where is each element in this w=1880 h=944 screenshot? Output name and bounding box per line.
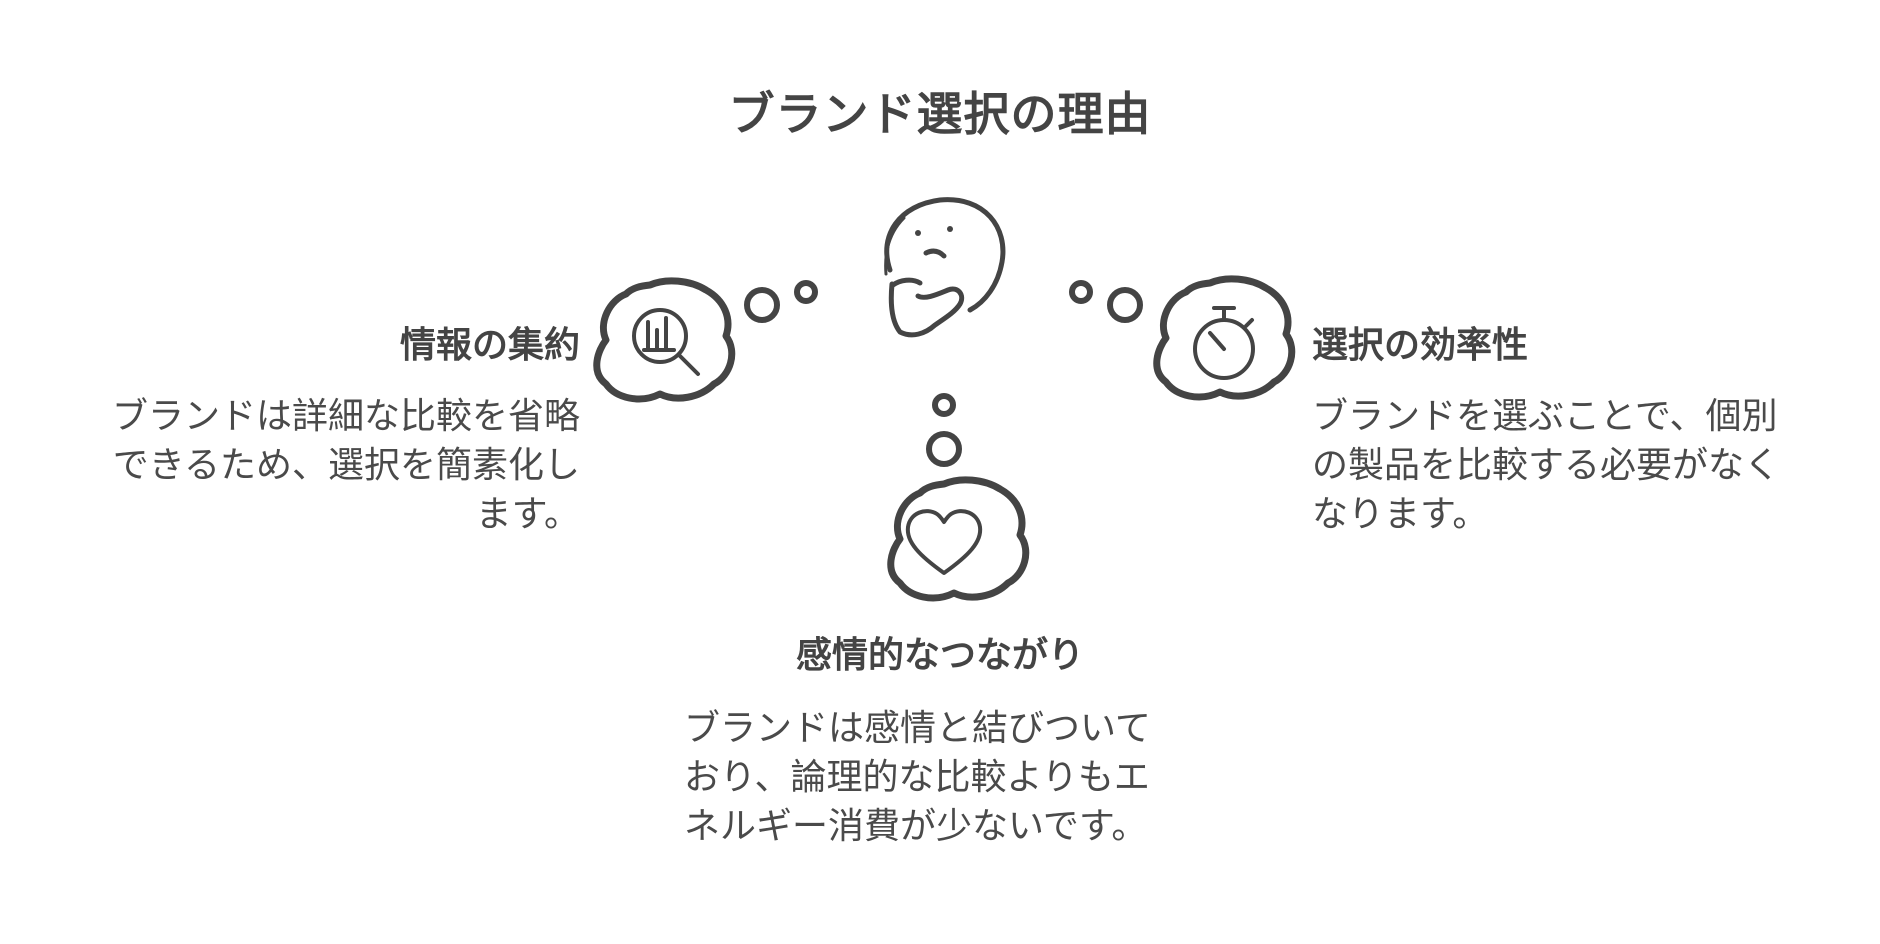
desc-information-aggregation: ブランドは詳細な比較を省略 できるため、選択を簡素化し ます。 <box>40 392 580 539</box>
desc-line: おり、論理的な比較よりもエ <box>684 757 1150 798</box>
desc-line: ます。 <box>475 494 580 535</box>
desc-line: できるため、選択を簡素化し <box>112 445 580 486</box>
stopwatch-icon <box>1193 306 1255 380</box>
cloud-bottom <box>887 476 1030 602</box>
desc-line: ブランドは詳細な比較を省略 <box>111 396 580 437</box>
heart-icon <box>905 509 983 575</box>
desc-emotional-connection: ブランドは感情と結びついて おり、論理的な比較よりもエ ネルギー消費が少ないです… <box>684 704 1224 851</box>
desc-line: ネルギー消費が少ないです。 <box>684 806 1148 847</box>
thought-dots-bottom <box>926 393 962 467</box>
cloud-right <box>1153 275 1296 401</box>
heading-information-aggregation: 情報の集約 <box>399 325 580 366</box>
desc-line: ブランドを選ぶことで、個別 <box>1312 396 1778 437</box>
magnifier-chart-icon <box>632 308 700 376</box>
desc-line: の製品を比較する必要がなく <box>1312 445 1781 486</box>
desc-line: なります。 <box>1312 494 1489 535</box>
desc-choice-efficiency: ブランドを選ぶことで、個別 の製品を比較する必要がなく なります。 <box>1312 392 1852 539</box>
diagram-title: ブランド選択の理由 <box>728 87 1152 141</box>
thought-dots-right <box>1069 280 1143 323</box>
thought-dots-left <box>744 280 818 323</box>
desc-line: ブランドは感情と結びついて <box>684 708 1151 749</box>
thinking-face-icon <box>884 197 1006 338</box>
heading-emotional-connection: 感情的なつながり <box>795 635 1084 676</box>
cloud-left <box>593 277 736 403</box>
heading-choice-efficiency: 選択の効率性 <box>1312 325 1529 366</box>
